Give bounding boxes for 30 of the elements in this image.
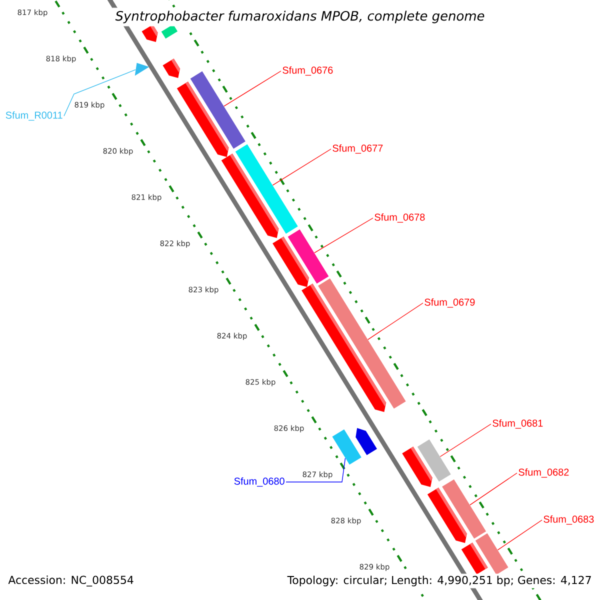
gene-label: Sfum_0676 [282, 66, 333, 76]
gene-bar [417, 439, 451, 482]
gene-triangle [134, 62, 150, 76]
gene-bar [235, 144, 298, 234]
leader-line [286, 458, 346, 482]
gene-bar [332, 429, 362, 465]
gene-bar [442, 479, 486, 539]
gene-label: Sfum_0681 [492, 419, 543, 429]
gene-label: Sfum_0680 [234, 477, 284, 487]
gene-label: Sfum_0678 [374, 213, 425, 223]
gene-label: Sfum_R0011 [6, 111, 62, 121]
summary-label: Topology: circular; Length: 4,990,251 bp; Genes: 4,127 [285, 574, 594, 588]
gene-label: Sfum_0682 [518, 468, 569, 478]
leader-line [314, 218, 374, 254]
gene-label: Sfum_0677 [332, 144, 383, 154]
leader-line [272, 148, 332, 186]
leader-line [470, 472, 518, 506]
leader-line [224, 70, 282, 107]
gene-bar [318, 278, 406, 409]
gene-bar [288, 229, 329, 284]
leader-line [368, 302, 424, 340]
accession-label: Accession: NC_008554 [6, 574, 136, 588]
leader-line [497, 520, 542, 550]
gene-label: Sfum_0683 [544, 515, 594, 525]
gene-label: Sfum_0679 [424, 298, 475, 308]
title: Syntrophobacter fumaroxidans MPOB, complete genome [112, 8, 488, 26]
leader-line [440, 424, 492, 457]
gene-bar [190, 71, 246, 149]
leader-line [64, 69, 136, 116]
gene-bar [475, 533, 508, 575]
